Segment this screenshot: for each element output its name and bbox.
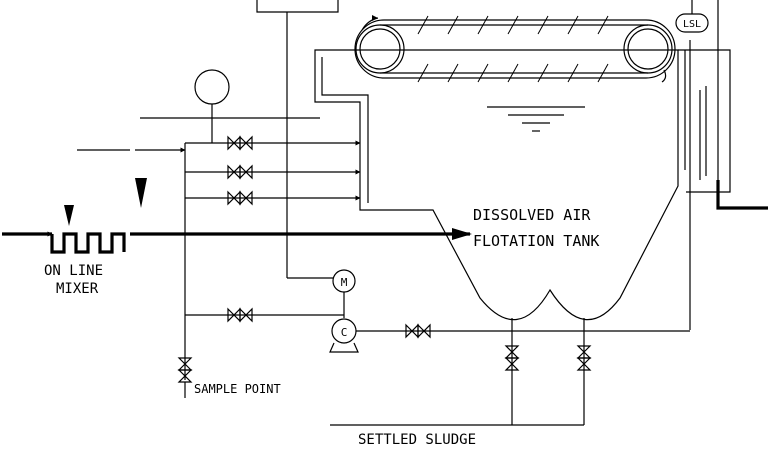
- sludge-drawoff-right: [576, 318, 592, 425]
- branch-valve-1: [227, 135, 253, 151]
- mixer-label-line1: ON LINE: [44, 263, 103, 279]
- sludge-drawoff-left: [504, 318, 520, 410]
- tank-label-line2: FLOTATION TANK: [473, 232, 599, 250]
- sample-point-valve: [177, 357, 193, 398]
- skimmer-conveyor: [354, 15, 676, 83]
- tank-inner-wall: [321, 57, 369, 203]
- pump-label: C: [341, 326, 348, 339]
- recycle-distribution-header: [140, 117, 361, 380]
- level-switch-low: LSL: [675, 0, 709, 33]
- water-level-mark: [487, 106, 585, 132]
- pump-discharge-valve: [405, 323, 431, 339]
- tank-outer-wall: [314, 49, 679, 321]
- settled-sludge-label: SETTLED SLUDGE: [358, 432, 476, 448]
- recycle-valve: [227, 307, 253, 323]
- chemical-feed-lines: [77, 147, 186, 208]
- main-influent-line: [2, 205, 472, 254]
- pressure-gauge: [194, 69, 230, 143]
- motor-label: M: [341, 276, 348, 289]
- tank-label-line1: DISSOLVED AIR: [473, 206, 591, 224]
- sample-point-label: SAMPLE POINT: [194, 382, 281, 396]
- mixer-label-line2: MIXER: [56, 281, 99, 297]
- outlet-weir: [678, 0, 768, 330]
- branch-valve-2: [227, 164, 253, 180]
- level-switch-label: LSL: [683, 19, 701, 30]
- recycle-pump-motor: M C: [185, 269, 690, 353]
- dosing-tank: [256, 0, 339, 278]
- branch-valve-3: [227, 190, 253, 206]
